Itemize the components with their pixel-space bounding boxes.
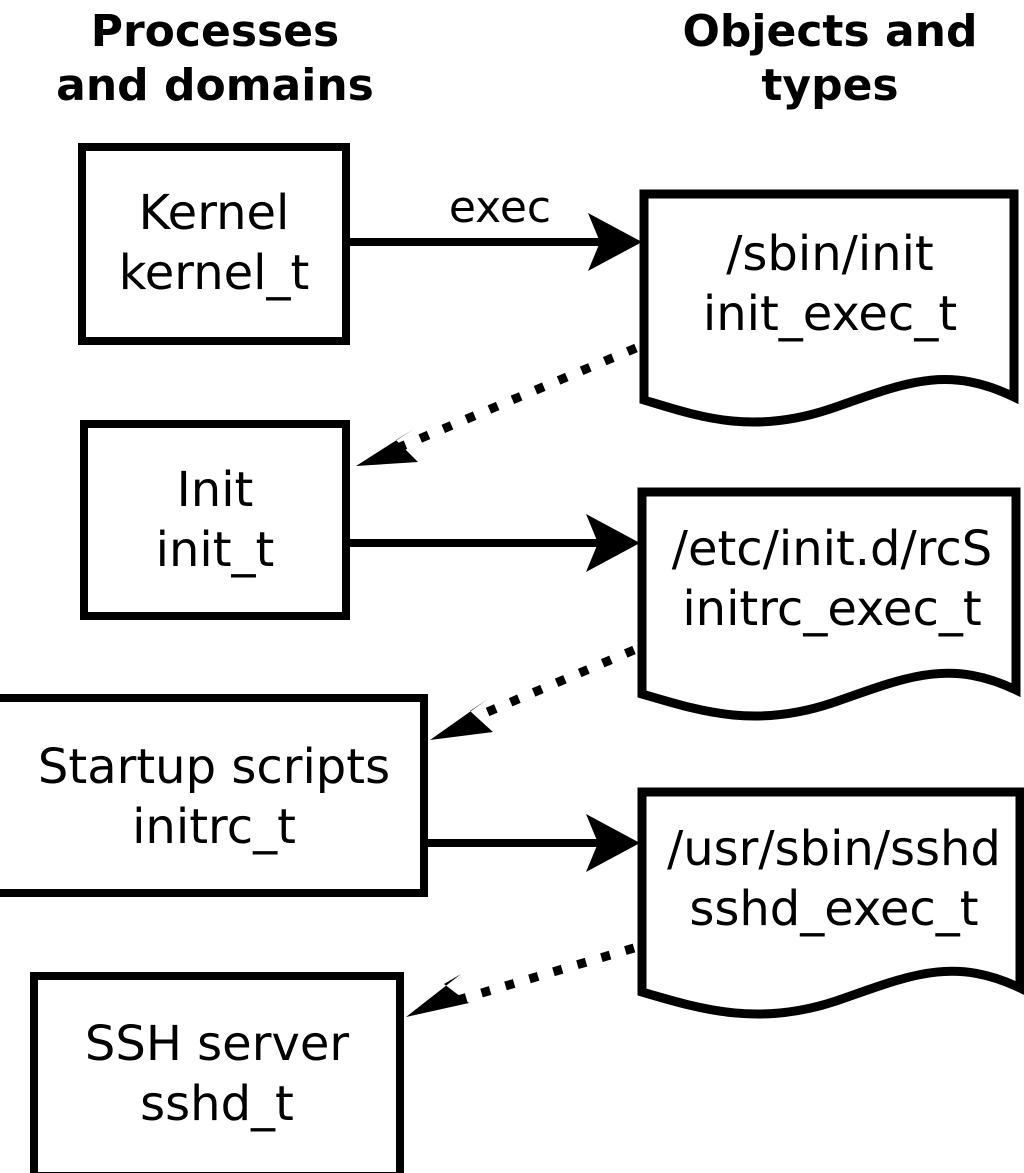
arrowhead-icon [588,213,642,271]
object-node-sshd_exec[interactable]: /usr/sbin/sshd sshd_exec_t [637,787,1024,1019]
object-node-sshd_exec-line2: sshd_exec_t [689,881,978,937]
object-node-initrc_exec-line2: initrc_exec_t [682,581,981,637]
object-node-sshd_exec-line1: /usr/sbin/sshd [667,821,1001,877]
object-node-initrc_exec-document-shape[interactable] [637,487,1021,721]
arrowhead-icon [586,514,640,572]
process-node-sshd-line1: SSH server [85,1016,350,1072]
edge-line [456,943,636,1005]
process-node-initrc[interactable]: Startup scripts initrc_t [0,694,428,897]
process-node-sshd-box[interactable] [30,972,404,1173]
object-node-init_exec[interactable]: /sbin/init init_exec_t [639,189,1019,427]
arrowhead-icon [586,814,640,872]
edge-kernel-exec-init_exec: exec [350,182,642,271]
column-header-processes-line1: Processes [91,6,340,57]
process-node-init-box[interactable] [80,420,350,620]
column-header-objects: Objects and types [683,6,978,111]
edge-line [476,645,636,721]
process-node-sshd-line2: sshd_t [140,1076,294,1132]
edge-initrc-exec-sshd_exec [428,814,640,872]
process-node-init-line1: Init [177,462,254,518]
arrowhead-icon [356,429,418,466]
edge-sshd_exec-to-sshd [406,943,636,1017]
edge-initrc_exec-to-initrc [430,645,636,740]
edge-label-exec: exec [449,182,551,233]
object-node-initrc_exec-line1: /etc/init.d/rcS [672,521,992,577]
object-node-sshd_exec-document-shape[interactable] [637,787,1024,1019]
process-node-initrc-line1: Startup scripts [38,739,390,795]
edge-init-exec-initrc_exec [350,514,640,572]
process-node-init[interactable]: Init init_t [80,420,350,620]
process-node-initrc-box[interactable] [0,694,428,897]
object-node-init_exec-line2: init_exec_t [703,286,957,342]
process-node-kernel-line1: Kernel [139,185,290,241]
edge-init_exec-to-init [356,343,638,466]
object-node-init_exec-document-shape[interactable] [639,189,1019,427]
object-node-init_exec-line1: /sbin/init [726,226,934,282]
column-header-processes: Processes and domains [56,6,374,111]
process-node-kernel-line2: kernel_t [119,245,310,301]
object-node-initrc_exec[interactable]: /etc/init.d/rcS initrc_exec_t [637,487,1021,721]
process-node-kernel[interactable]: Kernel kernel_t [78,143,350,345]
column-header-objects-line1: Objects and [683,6,978,57]
process-node-sshd[interactable]: SSH server sshd_t [30,972,404,1173]
arrowhead-icon [430,699,493,740]
process-node-kernel-box[interactable] [78,143,350,345]
process-node-init-line2: init_t [156,522,275,578]
column-header-objects-line2: types [761,60,898,111]
arrowhead-icon [406,974,469,1017]
column-header-processes-line2: and domains [56,60,374,111]
edge-line [398,343,638,452]
process-node-initrc-line2: initrc_t [132,799,296,855]
